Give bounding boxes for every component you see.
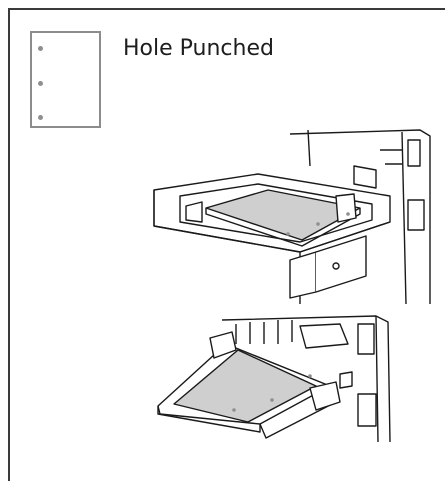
bypass-tray-drawing (157, 315, 391, 443)
punch-hole (38, 115, 43, 120)
bypass-tray-illustration (140, 314, 445, 444)
paper-tray-illustration (140, 126, 445, 306)
punch-hole (38, 81, 43, 86)
punch-hole (38, 46, 43, 51)
paper-tray-drawing (153, 129, 431, 305)
paper-type-label: Hole Punched (123, 36, 274, 61)
hole-punched-paper-icon (30, 31, 101, 128)
panel-frame (8, 8, 445, 481)
